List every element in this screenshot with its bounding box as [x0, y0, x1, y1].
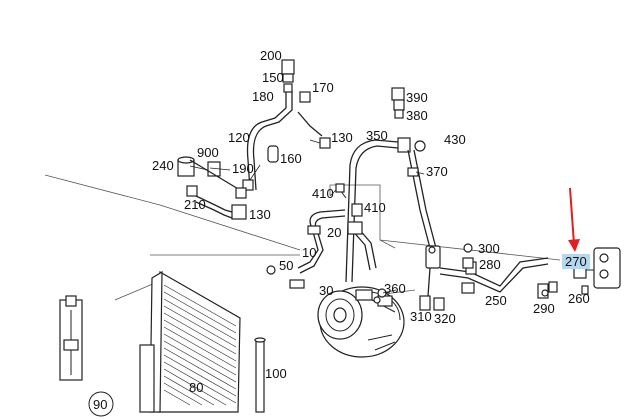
label-80[interactable]: 80: [189, 380, 203, 395]
fitting-group-240: [177, 156, 247, 220]
pipe-350: [345, 137, 437, 283]
label-350[interactable]: 350: [366, 128, 388, 143]
leader-lines: [189, 139, 425, 294]
label-160[interactable]: 160: [280, 151, 302, 166]
label-240[interactable]: 240: [152, 158, 174, 173]
receiver-dryer: [254, 337, 266, 413]
label-170[interactable]: 170: [312, 80, 334, 95]
label-30[interactable]: 30: [319, 283, 333, 298]
label-430[interactable]: 430: [444, 132, 466, 147]
label-180[interactable]: 180: [252, 89, 274, 104]
callout-circle: [88, 391, 114, 417]
label-90[interactable]: 90: [93, 397, 107, 412]
label-380[interactable]: 380: [406, 108, 428, 123]
pressure-sensor: [391, 87, 405, 119]
connector-300: [419, 243, 474, 311]
label-190[interactable]: 190: [232, 161, 254, 176]
label-210[interactable]: 210: [184, 197, 206, 212]
label-300[interactable]: 300: [478, 241, 500, 256]
label-310[interactable]: 310: [410, 309, 432, 324]
label-50[interactable]: 50: [279, 258, 293, 273]
label-260[interactable]: 260: [568, 291, 590, 306]
label-320[interactable]: 320: [434, 311, 456, 326]
label-130-bottom[interactable]: 130: [249, 207, 271, 222]
label-200[interactable]: 200: [260, 48, 282, 63]
label-150[interactable]: 150: [262, 70, 284, 85]
label-20[interactable]: 20: [327, 225, 341, 240]
label-410-a[interactable]: 410: [312, 186, 334, 201]
small-parts: [266, 265, 549, 304]
label-390[interactable]: 390: [406, 90, 428, 105]
label-410-b[interactable]: 410: [364, 200, 386, 215]
label-370[interactable]: 370: [426, 164, 448, 179]
fitting-430: [407, 140, 426, 177]
highlight-box: [562, 254, 590, 269]
pipe-120: [242, 59, 331, 191]
label-360[interactable]: 360: [384, 281, 406, 296]
label-290[interactable]: 290: [533, 301, 555, 316]
label-270[interactable]: 270: [565, 254, 587, 269]
label-900[interactable]: 900: [197, 145, 219, 160]
compressor: [317, 286, 405, 358]
label-10[interactable]: 10: [302, 245, 316, 260]
condenser: [59, 270, 241, 413]
label-100[interactable]: 100: [265, 366, 287, 381]
label-120[interactable]: 120: [228, 130, 250, 145]
pipe-410: [335, 183, 363, 217]
red-arrow: [568, 187, 580, 252]
label-130-top[interactable]: 130: [331, 130, 353, 145]
part-labels: 200 150 170 180 390 380 120 130 350 430 …: [93, 48, 590, 412]
label-250[interactable]: 250: [485, 293, 507, 308]
label-280[interactable]: 280: [479, 257, 501, 272]
expansion-valve: [573, 247, 621, 295]
pipe-10: [289, 209, 377, 289]
